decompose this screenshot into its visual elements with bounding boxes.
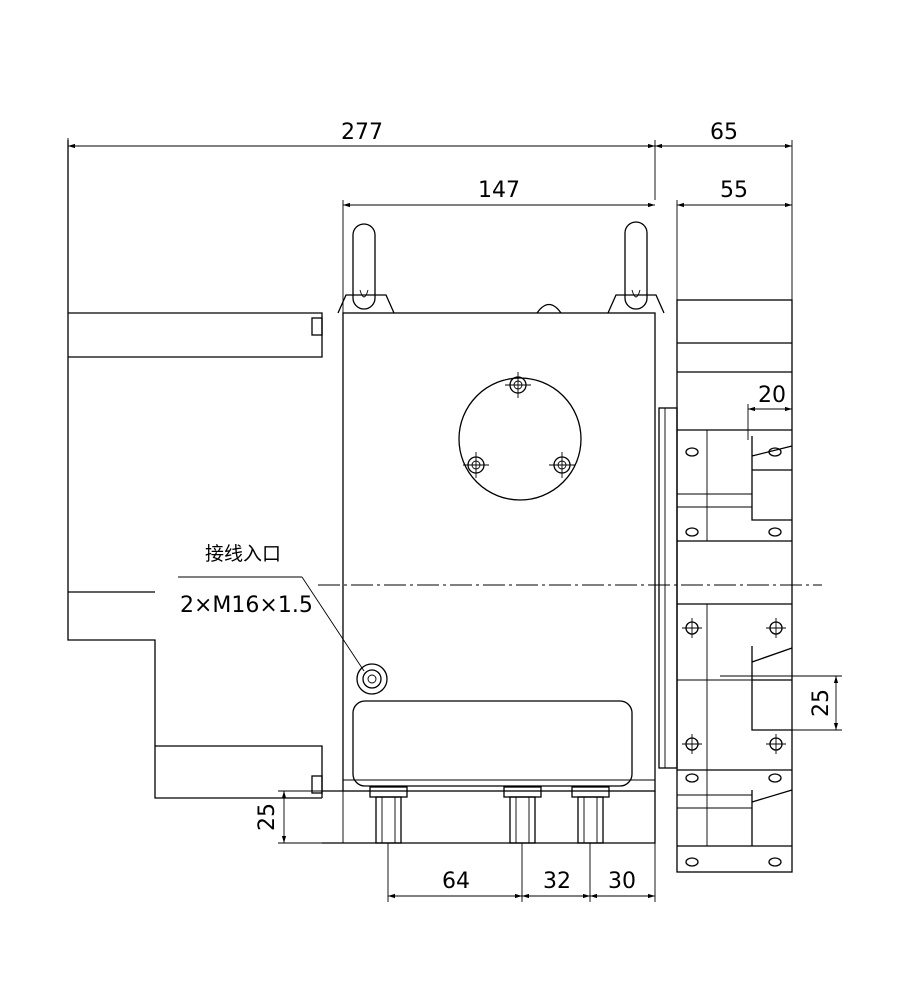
bottom-bolt-1 bbox=[369, 786, 408, 844]
dim-32-label: 32 bbox=[543, 869, 571, 894]
dim-side-inner: 55 bbox=[676, 178, 792, 300]
main-housing bbox=[322, 303, 656, 844]
dim-side-step: 20 bbox=[747, 383, 792, 440]
cable-entry-annotation: 接线入口 2×M16×1.5 bbox=[180, 543, 313, 618]
dim-overall-width: 277 bbox=[67, 120, 656, 200]
terminal-box bbox=[352, 700, 633, 787]
lifting-eye-right bbox=[607, 221, 665, 314]
gearbox-holes bbox=[682, 447, 786, 867]
bottom-bolts bbox=[369, 786, 610, 844]
dim-277-label: 277 bbox=[341, 120, 383, 145]
cable-entry bbox=[178, 576, 388, 695]
annotation-title: 接线入口 bbox=[205, 543, 281, 565]
cover-bolt-left bbox=[463, 452, 489, 478]
bottom-bolt-3 bbox=[571, 786, 610, 844]
dim-top-span: 147 bbox=[342, 178, 655, 313]
side-gearbox bbox=[658, 299, 793, 873]
round-cover-plate bbox=[458, 372, 582, 501]
dim-base-height: 25 bbox=[255, 790, 343, 844]
dim-side-width: 65 bbox=[655, 120, 793, 300]
dim-25-side-label: 25 bbox=[809, 689, 834, 717]
dim-64-label: 64 bbox=[442, 869, 470, 894]
cover-bolt-top bbox=[505, 372, 531, 398]
dim-20-label: 20 bbox=[758, 383, 786, 408]
dim-147-label: 147 bbox=[478, 178, 520, 203]
left-body-outline bbox=[67, 140, 323, 799]
dim-65-label: 65 bbox=[710, 120, 738, 145]
dim-side-gap: 25 bbox=[720, 675, 842, 731]
dim-bottom-chain: 64 32 30 bbox=[387, 843, 656, 902]
lifting-eye-left bbox=[337, 223, 395, 314]
dim-55-label: 55 bbox=[720, 178, 748, 203]
cover-bolt-right bbox=[549, 452, 575, 478]
dim-25-base-label: 25 bbox=[255, 803, 280, 831]
bottom-bolt-2 bbox=[503, 786, 542, 844]
annotation-spec: 2×M16×1.5 bbox=[180, 593, 313, 618]
dim-30-label: 30 bbox=[608, 869, 636, 894]
